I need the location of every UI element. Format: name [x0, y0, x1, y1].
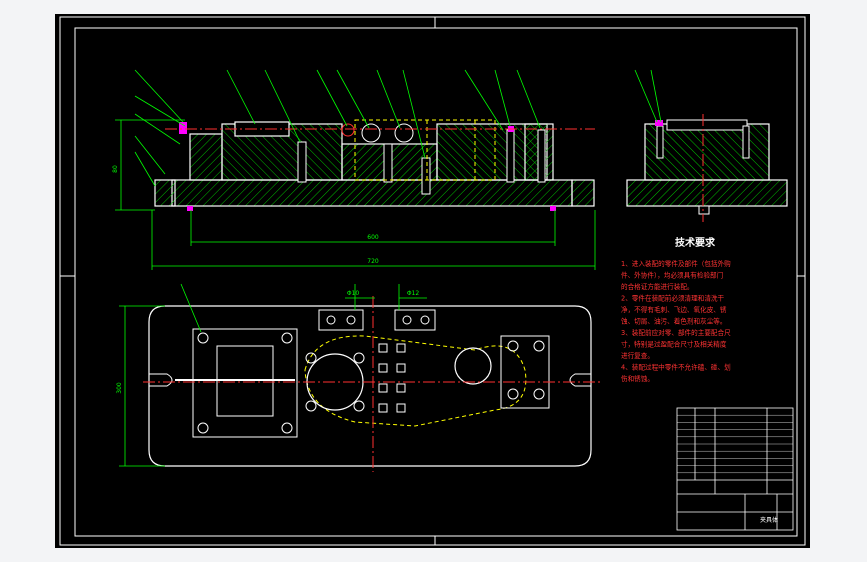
base-left-step — [154, 179, 176, 207]
front-view: 80 600 720 — [112, 69, 596, 270]
tech-req-title: 技术要求 — [675, 236, 716, 249]
left-clamp-holes — [197, 332, 293, 434]
pin-2 — [394, 123, 414, 143]
side-bolt-right — [742, 125, 750, 159]
support-pads — [378, 343, 406, 413]
tech-req-line: 进行复查。 — [621, 351, 654, 360]
tech-req-line: 2、零件在装配前必须清理和清洗干 — [621, 294, 725, 303]
top-clamp-right — [394, 309, 436, 331]
tech-req-line: 的合格证方能进行装配。 — [621, 282, 694, 291]
side-foot — [698, 205, 710, 215]
tech-req-lines: 1、进入装配的零件及部件（包括外购件、外协件），均必须具有检验部门的合格证方能进… — [621, 259, 731, 383]
front-dimensions — [115, 119, 596, 270]
left-clamp-frame — [192, 328, 298, 438]
pin-3 — [341, 123, 355, 137]
tech-req-line: 3、装配前应对零、部件的主要配合尺 — [621, 328, 731, 337]
tech-req-line: 蚀、切屑、油污、着色剂和灰尘等。 — [621, 317, 727, 326]
side-view — [626, 69, 788, 222]
top-clamp-holes — [326, 315, 430, 325]
front-leaders — [134, 69, 541, 187]
workpiece-outline — [304, 335, 527, 427]
side-bolt-left — [656, 125, 664, 159]
base-plate — [171, 179, 573, 207]
tech-req-line: 寸，特别是过盈配合尺寸及相关精度 — [621, 340, 727, 349]
right-locator — [500, 335, 550, 409]
drawing-name: 夹具体 — [760, 516, 778, 524]
left-clamp-block — [189, 133, 223, 181]
side-body — [644, 123, 770, 181]
base-right-step — [571, 179, 595, 207]
tech-req-line: 净，不得有毛刺、飞边、氧化皮、锈 — [621, 305, 727, 314]
dim-callout-a: Φ10 — [347, 290, 360, 297]
dim-inner-length: 600 — [367, 234, 379, 241]
cad-drawing: 80 600 720 — [59, 16, 806, 546]
side-top — [666, 119, 748, 131]
inner-frame — [74, 27, 798, 537]
left-slot — [149, 373, 173, 387]
top-clamp-left — [318, 309, 364, 331]
tech-req-line: 件、外协件），均必须具有检验部门 — [621, 271, 723, 280]
title-block-rows — [677, 415, 793, 473]
workpiece-holes — [305, 340, 545, 412]
hidden-lines — [354, 119, 496, 182]
tech-req-line: 伤和锈蚀。 — [621, 374, 654, 383]
tech-req-line: 4、装配过程中零件不允许磕、碰、划 — [621, 363, 731, 372]
side-bolt-head-left — [655, 120, 663, 126]
right-slot — [569, 373, 591, 387]
title-block — [676, 407, 794, 531]
bolts — [297, 129, 546, 195]
plan-outline — [148, 305, 592, 467]
plan-dimensions — [119, 283, 427, 467]
side-base — [626, 179, 788, 207]
tech-req-line: 1、进入装配的零件及部件（包括外购 — [621, 259, 731, 268]
dim-height-left: 80 — [112, 165, 119, 173]
technical-requirements: 技术要求 1、进入装配的零件及部件（包括外购件、外协件），均必须具有检验部门的合… — [621, 236, 731, 383]
drawing-viewport[interactable]: 80 600 720 — [55, 14, 810, 548]
frame-ticks — [60, 17, 805, 545]
dim-plan-height: 300 — [116, 382, 123, 394]
pin-1 — [361, 123, 381, 143]
plan-view: 300 Φ10 Φ12 — [116, 283, 600, 472]
workpiece-right-bore — [454, 347, 492, 385]
side-leaders — [634, 69, 662, 123]
dim-overall-length: 720 — [367, 258, 379, 265]
outer-frame — [59, 16, 806, 546]
dim-callout-b: Φ12 — [407, 290, 420, 297]
